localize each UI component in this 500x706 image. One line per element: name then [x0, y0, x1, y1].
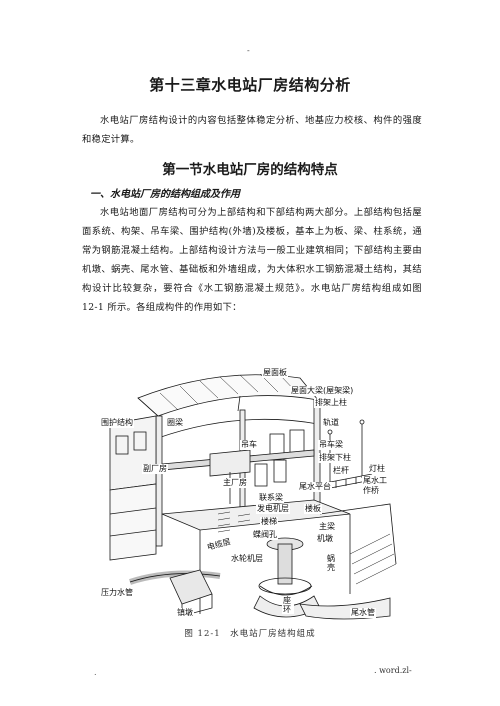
intro-paragraph: 水电站厂房结构设计的内容包括整体稳定分析、地基应力校核、构件的强度和稳定计算。: [82, 115, 422, 145]
label-bent-lower-column: 排架下柱: [318, 453, 352, 463]
chapter-title: 第十三章水电站厂房结构分析: [149, 76, 351, 94]
label-auxiliary-building: 副厂房: [142, 464, 168, 474]
header-mark: -: [247, 46, 250, 55]
label-generator-floor: 发电机层: [256, 504, 290, 514]
label-penstock: 压力水管: [100, 588, 134, 598]
label-roof-panel: 屋面板: [262, 368, 288, 378]
powerhouse-structure-figure: 屋面板 屋面大梁(屋架梁) 排架上柱 围护结构 圈梁 轨道 吊车 吊车梁 排架下…: [100, 364, 400, 624]
label-lamp-post: 灯柱: [368, 464, 386, 474]
powerhouse-illustration: [109, 373, 397, 620]
label-main-building: 主厂房: [222, 478, 248, 488]
footer-right-mark: . word.zl-: [374, 666, 412, 675]
label-crane: 吊车: [240, 440, 258, 450]
label-ring-beam: 圈梁: [166, 418, 184, 428]
subsection-title: 一、水电站厂房的结构组成及作用: [90, 189, 240, 200]
body-paragraph: 水电站地面厂房结构可分为上部结构和下部结构两大部分。上部结构包括屋面系统、构架、…: [82, 207, 422, 313]
label-roof-beam: 屋面大梁(屋架梁): [290, 386, 355, 396]
label-rail: 轨道: [322, 418, 340, 428]
label-railing: 栏杆: [332, 466, 350, 476]
figure-caption: 图 12-1 水电站厂房结构组成: [184, 629, 316, 639]
label-turbine-floor: 水轮机层: [230, 554, 264, 564]
label-main-beam: 主梁: [318, 522, 336, 532]
label-scroll-case: 蜗壳: [326, 554, 338, 572]
label-enclosure: 围护结构: [100, 418, 134, 428]
label-seat-ring: 座环: [282, 596, 294, 614]
label-machine-pier: 机墩: [316, 534, 334, 544]
label-tie-beam: 联系梁: [258, 493, 284, 503]
label-anchor-block: 镇墩: [176, 608, 194, 618]
label-tailwater-platform: 尾水平台: [298, 482, 332, 492]
label-tailwater-bridge: 尾水工作桥: [362, 476, 394, 496]
section-title: 第一节水电站厂房的结构特点: [162, 162, 338, 178]
label-crane-beam: 吊车梁: [318, 440, 344, 450]
label-draft-tube: 尾水管: [350, 608, 376, 618]
footer-left-mark: .: [94, 668, 97, 677]
label-butterfly-valve: 蝶阀孔: [252, 530, 278, 540]
label-stairs: 楼梯: [260, 517, 278, 527]
label-bent-upper-column: 排架上柱: [314, 398, 348, 408]
label-floor-slab: 楼板: [304, 504, 322, 514]
